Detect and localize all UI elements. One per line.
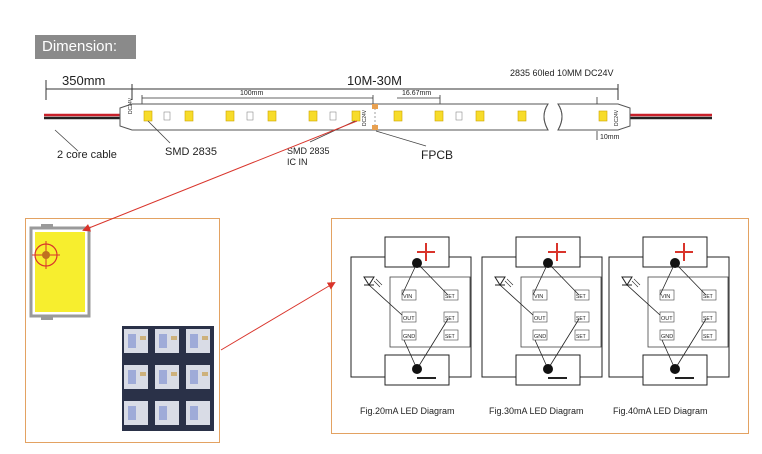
segment-length-label: 100mm (240, 90, 264, 97)
led-label: SMD 2835 (165, 146, 217, 158)
ic-label-line1: SMD 2835 (287, 146, 330, 156)
diagram-caption-1: Fig.20mA LED Diagram (360, 406, 455, 416)
voltage-mark-mid: DC24V (362, 109, 368, 126)
led (308, 110, 318, 122)
diagram-caption-3: Fig.40mA LED Diagram (613, 406, 708, 416)
ic-pin-gnd (659, 329, 675, 341)
diagram-wire (661, 339, 676, 370)
strip-length-label: 10M-30M (347, 73, 402, 88)
led (351, 110, 361, 122)
ic-pin-label-right: SET (576, 334, 586, 340)
ic-pin-out (659, 311, 675, 323)
ic-pin-label-right: SET (445, 334, 455, 340)
junction-dot (670, 364, 680, 374)
diagram-wire (534, 339, 549, 370)
ic-pin-right (443, 329, 459, 341)
ic-pin-label-vin: VIN (661, 294, 670, 300)
ic-pin-label-right: SET (703, 334, 713, 340)
led (225, 110, 235, 122)
diagram-wire (416, 318, 449, 370)
diagram-wire (674, 262, 707, 296)
ic-pin-label-gnd: GND (661, 334, 673, 340)
led-closeup-panel (25, 218, 220, 443)
voltage-mark-right: DC24V (614, 109, 620, 126)
ic-pin-right (574, 289, 590, 301)
junction-dot (543, 364, 553, 374)
junction-dot (670, 258, 680, 268)
ic-pin-gnd (532, 329, 548, 341)
voltage-mark-left: DC24V (128, 97, 134, 114)
junction-dot (412, 258, 422, 268)
diagram-wire (547, 318, 580, 370)
led-diagram-panel: VIN OUT GND SET SET SET VIN OUT GND SET SET SET VIN O… (331, 218, 749, 434)
junction-dot (543, 258, 553, 268)
ic-pin-gnd (401, 329, 417, 341)
led-diagram-3: VIN OUT GND SET SET SET (608, 236, 730, 386)
ic-pin-out (401, 311, 417, 323)
ic-pin-label-right: SET (703, 316, 713, 322)
ic-pin-right (701, 289, 717, 301)
diagram-wire (401, 262, 418, 296)
strip-leds (143, 110, 608, 122)
ic-pin-label-right: SET (445, 316, 455, 322)
ic-pin-label-out: OUT (403, 316, 415, 322)
ic-label-line2: IC IN (287, 157, 308, 167)
ic-pin-out (532, 311, 548, 323)
diagram-wire (532, 262, 549, 296)
led (393, 110, 403, 122)
diagram-wire (626, 284, 661, 316)
dimension-badge: Dimension: (35, 35, 136, 59)
left-cable (44, 113, 125, 120)
led-diagram-2: VIN OUT GND SET SET SET (481, 236, 603, 386)
ic-pin-right (574, 311, 590, 323)
diagram-wire (499, 284, 534, 316)
lead-length-label: 350mm (62, 73, 106, 88)
diagram-wire (368, 284, 403, 316)
ic-pin-label-gnd: GND (403, 334, 415, 340)
pitch-label: 16.67mm (402, 90, 432, 97)
fpcb-label: FPCB (421, 148, 454, 162)
diagram-wire (416, 262, 449, 296)
diagram-caption-2: Fig.30mA LED Diagram (489, 406, 584, 416)
diagram-drawings: VIN OUT GND SET SET SET VIN OUT GND SET SET SET VIN O… (350, 236, 730, 386)
ic-pin-label-right: SET (445, 294, 455, 300)
ic-pin-label-gnd: GND (534, 334, 546, 340)
led (184, 110, 194, 122)
led (267, 110, 277, 122)
led (143, 110, 153, 122)
chip-photo (122, 326, 214, 431)
ic-pin-right (443, 289, 459, 301)
diagram-wire (547, 262, 580, 296)
ic-pin-label-right: SET (576, 316, 586, 322)
led-symbol-icon (363, 276, 375, 286)
ic-pin-right (701, 311, 717, 323)
led (475, 110, 485, 122)
led-symbol-icon (621, 276, 633, 286)
smd-led-drawing (29, 224, 91, 320)
led (434, 110, 444, 122)
strip-drawing (44, 80, 712, 152)
diagram-wire (403, 339, 418, 370)
ic-pin-right (701, 329, 717, 341)
arrow-to-diagram (220, 281, 336, 351)
led (517, 110, 527, 122)
ic-pin-label-vin: VIN (534, 294, 543, 300)
ic-pin-label-right: SET (703, 294, 713, 300)
led-diagram-1: VIN OUT GND SET SET SET (350, 236, 472, 386)
ic-pin-label-out: OUT (661, 316, 673, 322)
ic-pin-right (574, 329, 590, 341)
cable-label: 2 core cable (57, 149, 117, 161)
ic-pin-label-right: SET (576, 294, 586, 300)
led (598, 110, 608, 122)
right-cable (628, 113, 712, 120)
spec-label: 2835 60led 10MM DC24V (510, 68, 614, 78)
diagram-wire (659, 262, 676, 296)
ic-pin-label-vin: VIN (403, 294, 412, 300)
width-label: 10mm (600, 134, 620, 141)
diagram-wire (674, 318, 707, 370)
junction-dot (412, 364, 422, 374)
led-symbol-icon (494, 276, 506, 286)
ic-pin-right (443, 311, 459, 323)
ic-pin-label-out: OUT (534, 316, 546, 322)
